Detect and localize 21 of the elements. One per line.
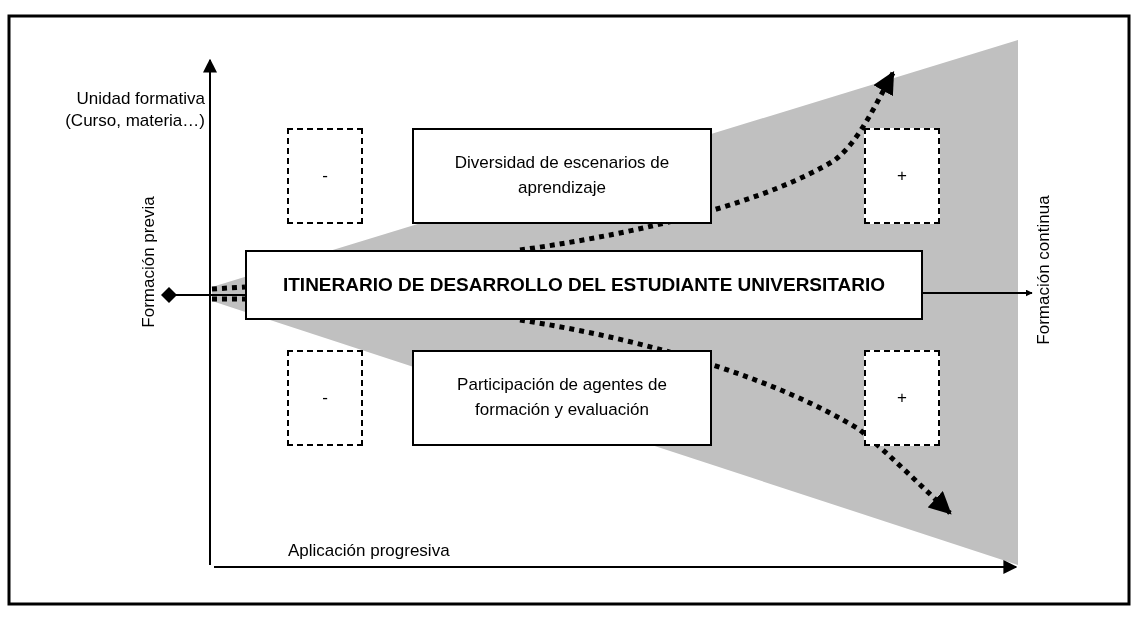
node-text: Participación de agentes de formación y evaluación bbox=[456, 374, 668, 421]
dashed-box bbox=[864, 128, 940, 224]
process-box bbox=[412, 128, 712, 224]
axis-label: Formación previa bbox=[137, 196, 160, 328]
process-box bbox=[412, 350, 712, 446]
node-text: ITINERARIO DE DESARROLLO DEL ESTUDIANTE UNIVERSITARIO bbox=[282, 273, 886, 298]
axis-label: Aplicación progresiva bbox=[288, 540, 450, 562]
dashed-box bbox=[287, 128, 363, 224]
diamond-line bbox=[161, 287, 246, 303]
sign-text: + bbox=[897, 164, 907, 187]
node-text: Diversidad de escenarios de aprendizaje bbox=[453, 152, 671, 199]
sign-text: - bbox=[322, 386, 328, 409]
dashed-box bbox=[864, 350, 940, 446]
arrow bbox=[922, 289, 1033, 297]
sign-text: + bbox=[897, 386, 907, 409]
sign-text: - bbox=[322, 164, 328, 187]
dashed-box bbox=[287, 350, 363, 446]
axis-label: Unidad formativa (Curso, materia…) bbox=[64, 88, 205, 133]
dotted-arrow bbox=[519, 71, 896, 253]
axis-label: Formación continua bbox=[1032, 195, 1055, 345]
process-box bbox=[245, 250, 923, 320]
